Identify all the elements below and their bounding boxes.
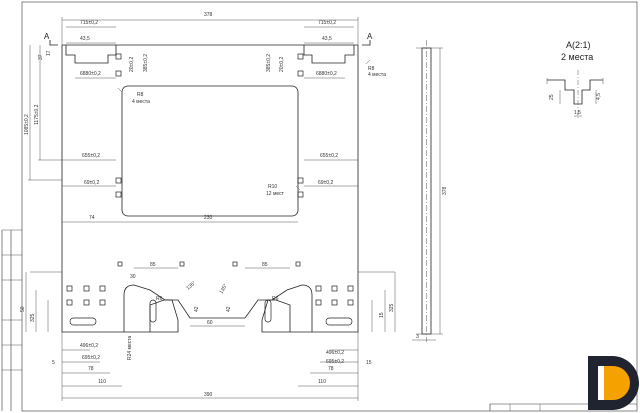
detail-title: A(2:1) (566, 40, 591, 50)
detail-dim-15: 1,5 (574, 110, 581, 116)
dim-30: 30 (130, 274, 136, 280)
dim-window-r: R8 (137, 92, 144, 98)
dim-5: 5 (52, 360, 55, 366)
sheet-frame (21, 1, 638, 412)
dim-655-right: 655±0,2 (320, 153, 338, 159)
dim-side-left-2: 325 (30, 313, 36, 322)
dim-15: 15 (366, 360, 372, 366)
dim-85-right: 85 (262, 262, 268, 268)
dim-78-right: 78 (328, 366, 334, 372)
dim-left-v3: 37 (38, 54, 44, 60)
dim-top-right: 715±0,2 (318, 20, 336, 26)
dim-hole-left: 385±0,2 (143, 54, 149, 72)
dim-small-left: 20±0,2 (129, 57, 135, 72)
dim-side-left: 50 (20, 306, 26, 312)
dim-corner-note: 4 места (368, 72, 386, 78)
dim-69-right: 69±0,2 (318, 180, 333, 186)
bottom-cutout (123, 284, 313, 332)
dim-42-left: 42 (194, 306, 200, 312)
dimension-lines (25, 17, 396, 401)
slots (69, 299, 353, 326)
dim-side-height: 378 (442, 186, 448, 195)
dim-r10-note: 12 мест (266, 191, 285, 197)
dim-gap-left: 43,5 (80, 36, 90, 42)
dim-695-left: 695±0,2 (82, 355, 100, 361)
dim-lower-right: 6880±0,2 (316, 71, 337, 77)
dim-390: 390 (204, 392, 213, 398)
dim-74: 74 (89, 215, 95, 221)
dim-overall-width: 378 (204, 12, 213, 18)
detail-note: 2 места (561, 52, 593, 62)
dim-78-left: 78 (88, 366, 94, 372)
dim-60: 60 (207, 320, 213, 326)
dim-110-right: 110 (318, 379, 326, 385)
dim-top-left: 715±0,2 (80, 20, 98, 26)
dim-69-left: 69±0,2 (84, 180, 99, 186)
detail-dim-45: 4,5 (596, 93, 602, 100)
dim-42-right: 42 (226, 306, 232, 312)
section-label-left: A (44, 32, 50, 41)
dim-hole-right: 385±0,2 (266, 54, 272, 72)
dim-655-left: 655±0,2 (82, 153, 100, 159)
dim-side-right: 325 (389, 303, 395, 312)
section-label-right: A (367, 32, 373, 41)
dim-496-right: 496±0,2 (326, 350, 344, 356)
dim-corner-r: R8 (368, 66, 375, 72)
section-marker-right: A (362, 32, 373, 46)
dim-gap-right: 43,5 (322, 36, 332, 42)
dim-496-left: 496±0,2 (80, 343, 98, 349)
dim-window-width: 230 (204, 215, 213, 221)
detail-dim-25: 25 (549, 94, 555, 100)
dim-r10: R10 (268, 184, 277, 190)
holes (66, 53, 354, 306)
center-window (121, 85, 299, 217)
plate-outline (61, 44, 359, 333)
dim-110-left: 110 (98, 379, 106, 385)
section-marker-left: A (44, 32, 58, 46)
dim-angle-left: 135° (185, 280, 197, 291)
dim-left-v2: 1175±0,2 (34, 104, 40, 125)
dimension-texts: 378 715±0,2 715±0,2 43,5 43,5 6880±0,2 6… (20, 12, 448, 398)
dim-angle-right: 135° (219, 283, 229, 295)
dim-window-r-note: 4 места (132, 99, 150, 105)
brand-logo (588, 356, 639, 410)
dim-left-v1: 1085±0,2 (24, 114, 30, 135)
dim-small-right: 20±0,2 (279, 57, 285, 72)
top-notch-right (303, 45, 355, 64)
dim-left-v4: 17 (46, 50, 52, 56)
detail-view (546, 70, 604, 118)
dim-85-left: 85 (150, 262, 156, 268)
dim-r6-right: R6 (272, 296, 279, 302)
top-notch-left (65, 45, 117, 64)
dim-3: 3 (416, 334, 419, 340)
dim-r6-left: R6 (156, 296, 163, 302)
dim-r24: R24 места (127, 335, 133, 360)
dim-695-right: 695±0,2 (326, 359, 344, 365)
dim-lower-left: 6880±0,2 (80, 71, 101, 77)
dim-side-right-2: 15 (379, 312, 385, 318)
